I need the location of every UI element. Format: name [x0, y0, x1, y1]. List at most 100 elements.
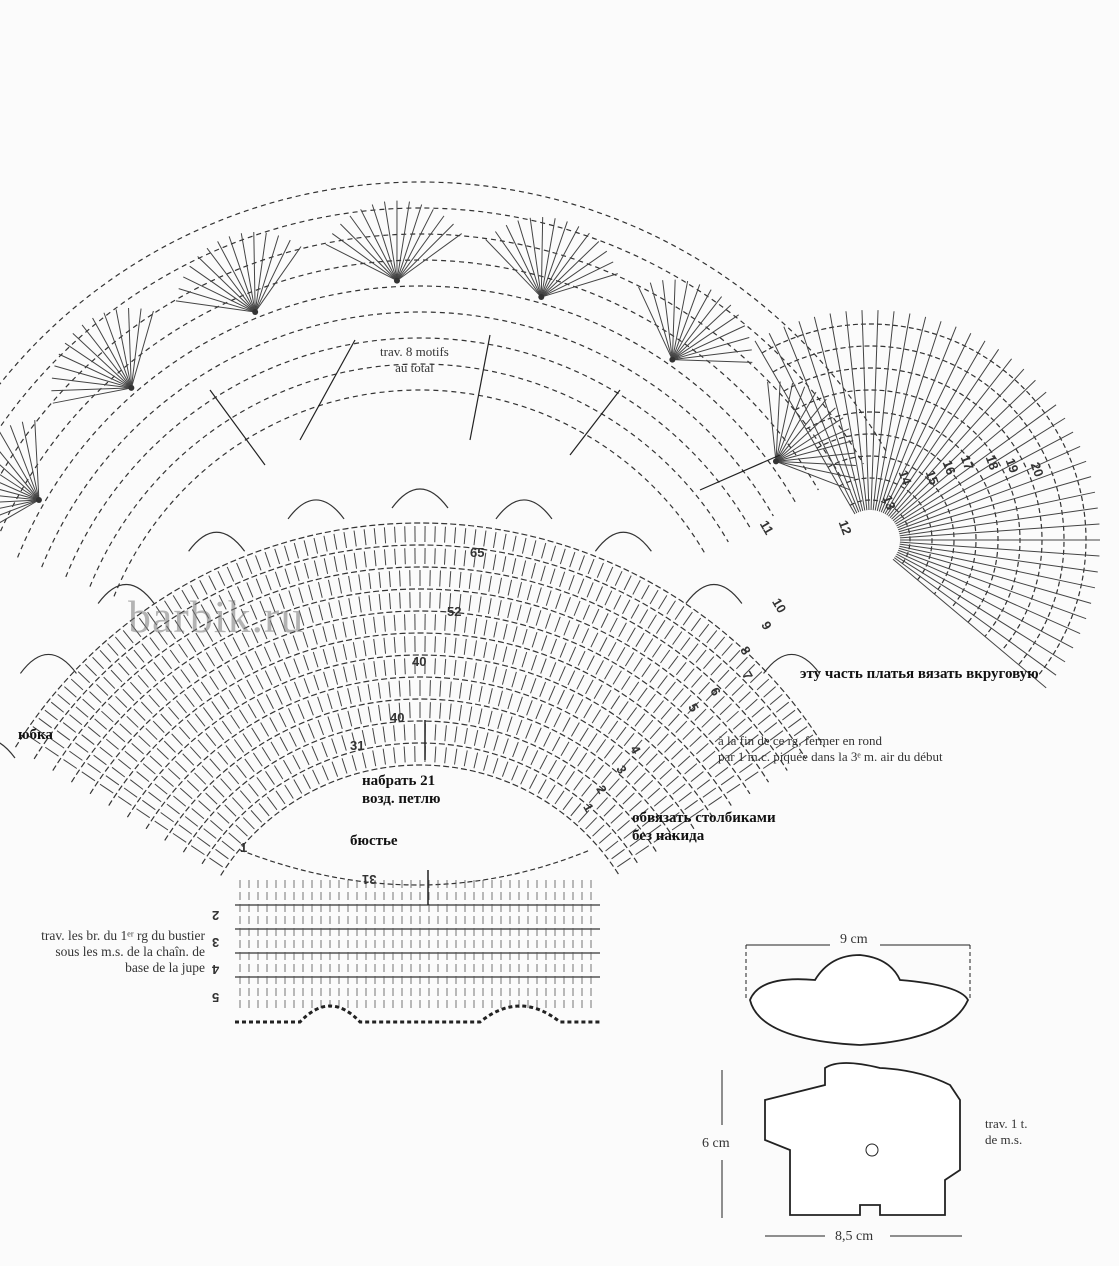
skirt-stitches: [342, 621, 347, 638]
skirt-stitches: [502, 646, 508, 663]
skirt-stitches: [269, 717, 278, 732]
fan-stitch: [130, 310, 154, 389]
skirt-stitches: [373, 661, 377, 678]
skirt-stitches: [351, 732, 357, 749]
skirt-stitches: [493, 735, 499, 751]
skirt-stitches: [468, 595, 472, 612]
fan-stitch: [58, 353, 132, 389]
skirt-stitches: [321, 741, 328, 758]
fan-stitch: [662, 280, 673, 360]
skirt-row-arc: [201, 742, 639, 865]
skirt-stitches: [526, 700, 533, 716]
skirt-stitches: [525, 723, 533, 739]
skirt-stitches: [343, 532, 348, 549]
skirt-stitches: [303, 540, 309, 557]
skirt-stitches: [463, 616, 467, 633]
fan-stitches: [895, 417, 1066, 525]
skirt-stitches: [732, 718, 746, 730]
skirt-stitches: [672, 783, 686, 795]
skirt-stitches: [341, 735, 347, 751]
skirt-stitches: [160, 713, 172, 727]
skirt-stitches: [468, 706, 473, 723]
skirt-stitches: [161, 655, 172, 670]
fan-stitch: [775, 383, 794, 462]
skirt-stitches: [563, 620, 571, 636]
skirt-stitches: [666, 600, 676, 615]
skirt-stitches: [655, 619, 666, 634]
fan-stitch: [541, 261, 614, 298]
vest-note-line: trav. 1 t.: [985, 1116, 1028, 1131]
skirt-stitches: [155, 606, 166, 620]
skirt-stitches: [618, 622, 627, 638]
skirt-stitches: [142, 799, 156, 811]
skirt-stitches: [235, 824, 248, 837]
skirt-stitches: [626, 627, 636, 642]
skirt-stitches: [246, 582, 254, 598]
fan-stitches: [897, 551, 1081, 635]
scallop: [19, 653, 77, 674]
fan-stitch: [9, 425, 40, 501]
skirt-stitches: [210, 820, 223, 832]
skirt-stitches: [341, 758, 348, 774]
skirt-stitches: [241, 632, 250, 648]
fan-stitch: [34, 420, 40, 501]
skirt-stitches: [228, 832, 242, 844]
scallop: [188, 531, 246, 552]
skirt-stitches: [507, 579, 513, 596]
skirt-row-arc: [164, 698, 676, 841]
skirt-stitches: [166, 625, 176, 640]
scallop: [287, 499, 345, 520]
skirt-stitches: [501, 761, 509, 777]
skirt-stitches: [641, 663, 652, 678]
skirt-stitches: [574, 699, 584, 714]
skirt-stitches: [782, 709, 796, 721]
skirt-stitches: [577, 650, 586, 666]
skirt-stitches: [708, 758, 722, 770]
skirt-stitches: [680, 694, 692, 708]
skirt-stitches: [378, 571, 382, 588]
fan-stitch: [0, 499, 40, 509]
skirt-stitches: [153, 661, 165, 676]
skirt-stitches: [239, 790, 252, 803]
skirt-stitches: [675, 720, 688, 733]
skirt-stitches: [559, 548, 566, 565]
skirt-stitches: [689, 808, 704, 819]
skirt-stitches: [696, 742, 709, 755]
skirt-stitches: [570, 722, 580, 737]
fan-stitch: [254, 232, 267, 313]
skirt-stitches: [702, 787, 717, 798]
skirt-stitches: [695, 649, 707, 663]
skirt-stitches: [388, 703, 392, 720]
skirt-stitches: [678, 791, 692, 803]
fan-stitches: [878, 321, 942, 512]
skirt-stitches: [298, 587, 304, 603]
skirt-stitches: [136, 771, 150, 783]
skirt-stitches: [595, 660, 604, 675]
skirt-stitches: [388, 681, 391, 698]
skirt-stitches: [332, 623, 337, 640]
fan-stitch: [360, 209, 398, 281]
skirt-stitches: [398, 680, 401, 697]
skirt-stitches: [626, 765, 639, 778]
skirt-stitches: [483, 619, 488, 636]
skirt-stitches: [539, 681, 547, 697]
skirt-stitches: [744, 771, 759, 782]
button-icon: [865, 1143, 879, 1157]
skirt-stitches: [200, 604, 210, 619]
skirt-stitches: [203, 828, 217, 839]
skirt-stitches: [205, 733, 217, 747]
skirt-stitches: [99, 783, 114, 794]
skirt-stitches: [579, 727, 589, 742]
skirt-stitches: [621, 675, 631, 690]
fan-stitch: [540, 226, 580, 298]
skirt-stitches: [130, 623, 142, 638]
skirt-stitches: [93, 754, 107, 766]
skirt-stitches: [337, 690, 343, 707]
fan-stitch: [672, 359, 753, 363]
skirt-stitches: [237, 684, 247, 699]
skirt-stitches: [569, 747, 579, 762]
sc-edge-line: обвязать столбиками: [632, 810, 776, 826]
skirt-stitches: [434, 746, 437, 763]
skirt-stitches: [751, 742, 765, 753]
skirt-stitches: [483, 755, 489, 771]
